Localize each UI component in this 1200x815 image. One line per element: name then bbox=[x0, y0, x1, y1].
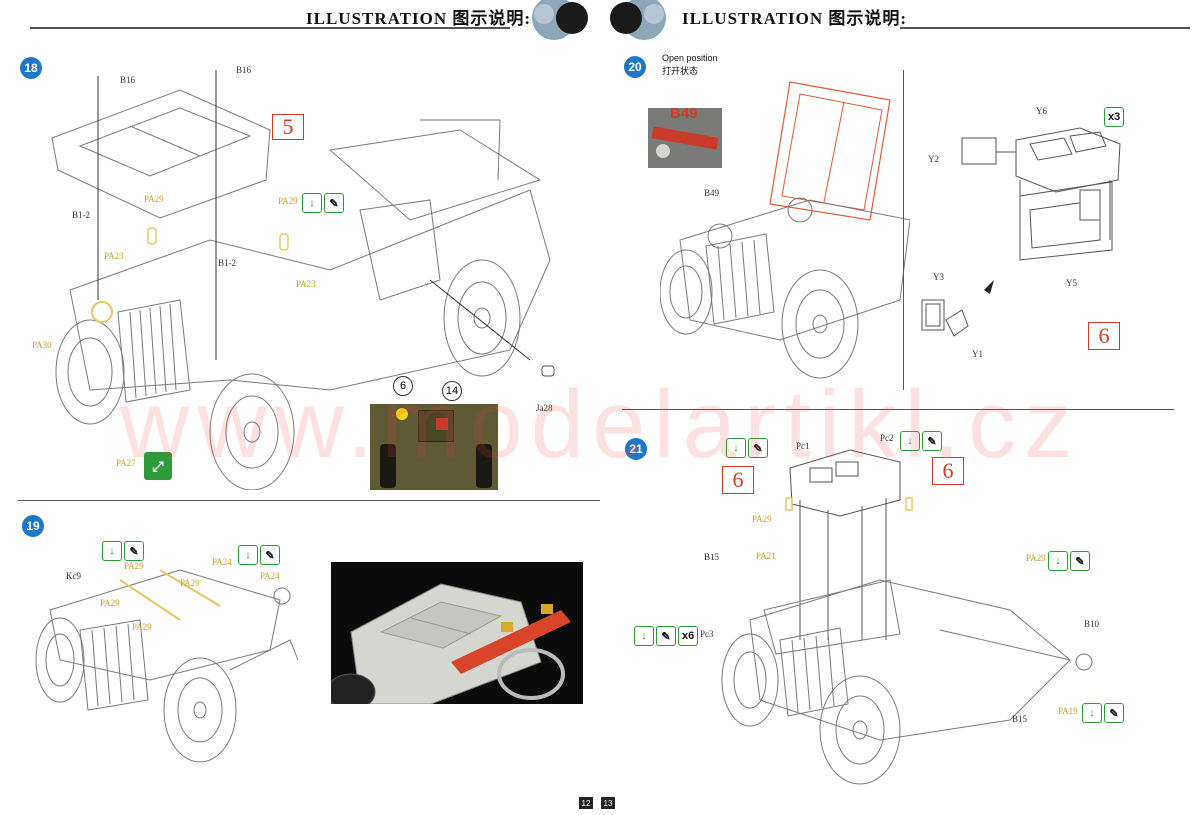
header-rule-right bbox=[900, 27, 1190, 29]
part-y5: Y5 bbox=[1066, 278, 1077, 288]
part-pa24-b: PA24 bbox=[260, 571, 280, 581]
section-divider-left bbox=[18, 500, 600, 501]
part-y3: Y3 bbox=[933, 272, 944, 282]
part-b15-b: B15 bbox=[1012, 714, 1028, 724]
part-b49: B49 bbox=[704, 188, 720, 198]
inset-wheel-left bbox=[380, 444, 396, 488]
glue-icon: ↓ bbox=[238, 545, 258, 565]
b49-inset-photo bbox=[648, 108, 722, 168]
multiplier-x3: x3 bbox=[1104, 107, 1125, 127]
step-20-vertical-divider bbox=[903, 70, 904, 390]
glue-icon: ↓ bbox=[726, 438, 746, 458]
part-pa29-d: PA29 bbox=[100, 598, 120, 608]
glue-icon: ↓ bbox=[102, 541, 122, 561]
callout-5: 5 bbox=[272, 114, 304, 140]
step-20-caption-cn: 打开状态 bbox=[662, 66, 699, 76]
part-y2: Y2 bbox=[928, 154, 939, 164]
step-21-jeep-drawing bbox=[721, 449, 1093, 785]
section-divider-right bbox=[622, 409, 1174, 410]
part-pa19: PA19 bbox=[1058, 706, 1078, 716]
part-pc2: Pc2 bbox=[880, 433, 894, 443]
left-page: ILLUSTRATION 图示说明: 18 bbox=[18, 0, 600, 809]
glue-icon: ↓ bbox=[1048, 551, 1068, 571]
glue-icon: ↓ bbox=[900, 431, 920, 451]
inset-knob bbox=[656, 144, 670, 158]
part-b10: B10 bbox=[1084, 619, 1100, 629]
step-18-badge: 18 bbox=[20, 57, 42, 79]
paint-icon: ✎ bbox=[748, 438, 768, 458]
page-header-right: ILLUSTRATION 图示说明: bbox=[682, 9, 908, 28]
y3-part-drawing bbox=[921, 280, 994, 337]
inset-headlight-marker bbox=[396, 408, 408, 420]
step-19-jeep-drawing bbox=[35, 569, 299, 763]
multiplier-x6: x6 bbox=[678, 626, 699, 646]
inset-wheel-right bbox=[476, 444, 492, 488]
step-20-jeep-drawing bbox=[660, 81, 910, 379]
header-ornament-right bbox=[610, 0, 666, 40]
render-scene bbox=[331, 583, 571, 704]
part-pa21: PA21 bbox=[756, 551, 776, 561]
step-19-badge: 19 bbox=[22, 515, 44, 537]
step-19-render-photo bbox=[331, 562, 583, 704]
page-header-left: ILLUSTRATION 图示说明: bbox=[306, 9, 532, 28]
paint-icon: ✎ bbox=[656, 626, 676, 646]
part-pc1: Pc1 bbox=[796, 441, 810, 451]
part-b1-2-b: B1-2 bbox=[218, 258, 236, 268]
step-18-jeep-drawing bbox=[51, 70, 555, 490]
part-y1: Y1 bbox=[972, 349, 983, 359]
part-b16-a: B16 bbox=[120, 75, 136, 85]
paint-icon: ✎ bbox=[1104, 703, 1124, 723]
part-pa29-h: PA29 bbox=[1026, 553, 1046, 563]
seat-box-drawing bbox=[961, 127, 1121, 261]
callout-6-right: 6 bbox=[932, 457, 964, 485]
inset-decal bbox=[436, 418, 448, 430]
page-number-left: 12 bbox=[579, 797, 593, 809]
part-pa23-b: PA23 bbox=[296, 279, 316, 289]
page-number-right: 13 bbox=[601, 797, 615, 809]
part-pa30: PA30 bbox=[32, 340, 52, 350]
part-pa29-a: PA29 bbox=[144, 194, 164, 204]
paint-icon: ✎ bbox=[922, 431, 942, 451]
part-b16-b: B16 bbox=[236, 65, 252, 75]
paint-icon: ✎ bbox=[124, 541, 144, 561]
part-b49-tag: B49 bbox=[670, 105, 698, 122]
paint-icon: ✎ bbox=[260, 545, 280, 565]
step-18-inset-photo bbox=[370, 404, 498, 490]
callout-14-circle: 14 bbox=[442, 381, 462, 401]
part-b1-2-a: B1-2 bbox=[72, 210, 90, 220]
part-y6: Y6 bbox=[1036, 106, 1047, 116]
part-pa29-f: PA29 bbox=[132, 622, 152, 632]
callout-6-circle: 6 bbox=[393, 376, 413, 396]
step-20-caption-en: Open position bbox=[662, 53, 718, 63]
part-kc9: Kc9 bbox=[66, 571, 81, 581]
part-pa23-a: PA23 bbox=[104, 251, 124, 261]
part-pa24-a: PA24 bbox=[212, 557, 232, 567]
part-pa29-b: PA29 bbox=[278, 196, 298, 206]
step-20-badge: 20 bbox=[624, 56, 646, 78]
part-b15-a: B15 bbox=[704, 552, 720, 562]
callout-6-left: 6 bbox=[722, 466, 754, 494]
glue-icon: ↓ bbox=[634, 626, 654, 646]
part-pa29-g: PA29 bbox=[752, 514, 772, 524]
part-pa27: PA27 bbox=[116, 458, 136, 468]
paint-icon: ✎ bbox=[1070, 551, 1090, 571]
callout-6-step20: 6 bbox=[1088, 322, 1120, 350]
glue-icon: ↓ bbox=[1082, 703, 1102, 723]
part-pc3: Pc3 bbox=[700, 629, 714, 639]
part-pa29-e: PA29 bbox=[180, 578, 200, 588]
header-ornament-left bbox=[532, 0, 588, 40]
right-page: ILLUSTRATION 图示说明: 20 Open position 打开状态… bbox=[600, 0, 1200, 815]
header-rule-left bbox=[30, 27, 510, 29]
decal-icon: ⤢ bbox=[144, 452, 172, 480]
paint-icon: ✎ bbox=[324, 193, 344, 213]
part-pa29-c: PA29 bbox=[124, 561, 144, 571]
part-ja28: Ja28 bbox=[536, 403, 553, 413]
step-21-badge: 21 bbox=[625, 438, 647, 460]
glue-icon: ↓ bbox=[302, 193, 322, 213]
